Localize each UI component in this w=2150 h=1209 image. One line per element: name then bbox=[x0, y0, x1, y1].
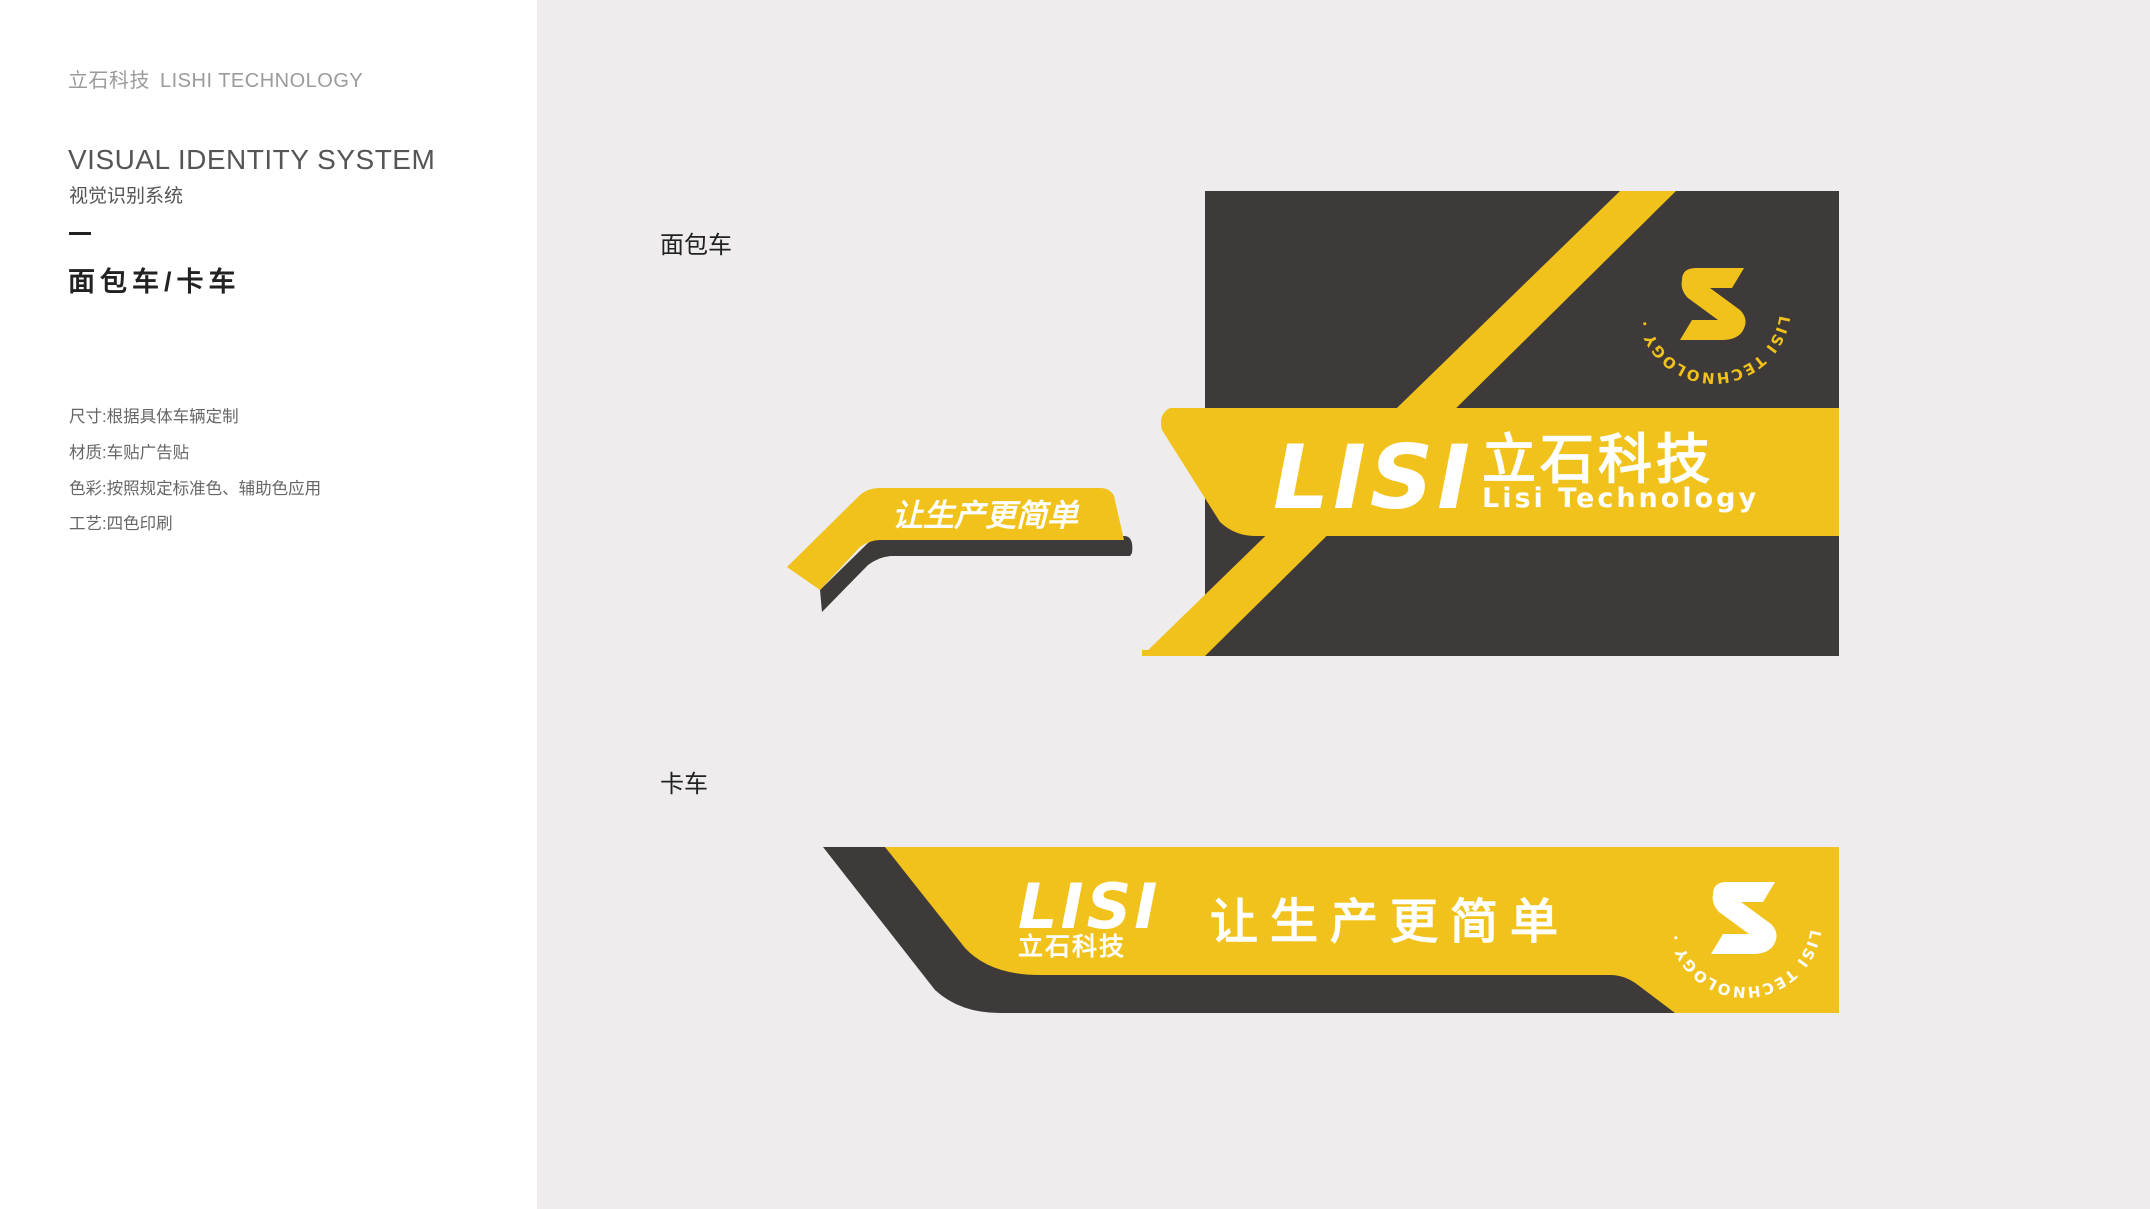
truck-label: 卡车 bbox=[660, 771, 708, 798]
s-logo-icon bbox=[1711, 882, 1777, 954]
spec-label: 尺寸 bbox=[69, 408, 102, 426]
spec-value: 根据具体车辆定制 bbox=[106, 408, 239, 426]
brand-en: LISHI TECHNOLOGY bbox=[160, 70, 364, 92]
van-logo-sub: Lisi Technology bbox=[1482, 483, 1759, 514]
van-label: 面包车 bbox=[660, 232, 732, 259]
s-logo-icon bbox=[1680, 268, 1746, 340]
spec-label: 材质 bbox=[69, 444, 102, 462]
vis-title: VISUAL IDENTITY SYSTEM bbox=[68, 144, 436, 175]
spec-label: 色彩 bbox=[69, 480, 102, 498]
spec-label: 工艺 bbox=[69, 515, 102, 533]
left-panel: 立石科技 LISHI TECHNOLOGY VISUAL IDENTITY SYS… bbox=[0, 0, 537, 1209]
van-logo-en: LISI bbox=[1273, 426, 1474, 529]
van-graphic: 让生产更简单 LISI 立石科技 Lisi Technology LISI TE… bbox=[0, 0, 1839, 656]
spec-process: 工艺:四色印刷 bbox=[69, 515, 173, 533]
spec-color: 色彩:按照规定标准色、辅助色应用 bbox=[69, 480, 322, 498]
spec-value: 四色印刷 bbox=[106, 515, 173, 533]
van-main-band bbox=[1161, 408, 1839, 536]
spec-value: 按照规定标准色、辅助色应用 bbox=[106, 480, 322, 498]
vis-subtitle: 视觉识别系统 bbox=[69, 186, 184, 207]
brand-line: 立石科技 LISHI TECHNOLOGY bbox=[68, 64, 363, 93]
brand-cn: 立石科技 bbox=[68, 70, 150, 92]
truck-slogan: 让生产更简单 bbox=[1210, 894, 1570, 950]
truck-logo-cn: 立石科技 bbox=[1018, 932, 1126, 961]
van-slogan-strip: 让生产更简单 bbox=[787, 488, 1133, 612]
truck-yellow-band bbox=[885, 847, 1839, 1013]
van-slogan: 让生产更简单 bbox=[892, 498, 1080, 534]
van-logo-cn: 立石科技 bbox=[1482, 428, 1714, 491]
spec-material: 材质:车贴广告贴 bbox=[69, 444, 190, 462]
truck-logo-en: LISI bbox=[1018, 870, 1160, 943]
spec-value: 车贴广告贴 bbox=[106, 444, 190, 462]
section-title: 面包车/卡车 bbox=[68, 267, 241, 297]
spec-size: 尺寸:根据具体车辆定制 bbox=[69, 408, 239, 426]
title-dash bbox=[69, 232, 91, 235]
